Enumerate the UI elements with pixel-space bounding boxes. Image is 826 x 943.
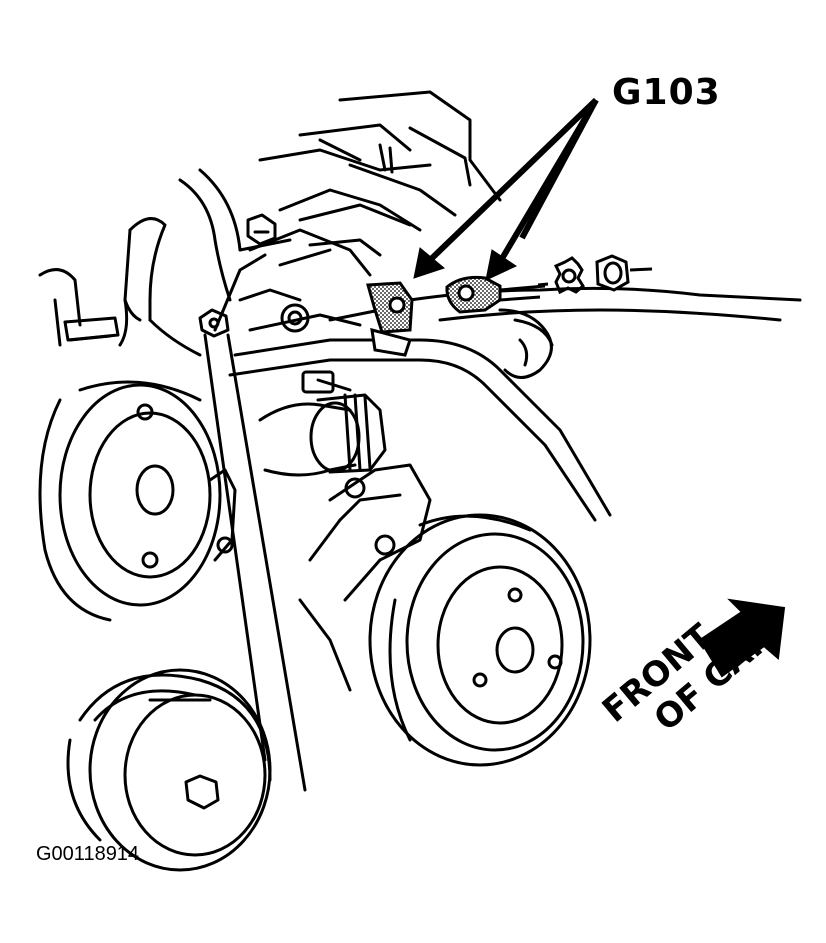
wire-harness [498,308,554,379]
upper-hose [118,168,242,357]
water-pump-pulley [368,513,592,767]
front-of-car-arrow [698,598,786,678]
left-hose-clamp [38,268,120,347]
g103-label: G103 [612,72,721,113]
g103-pointer-arrows [413,97,599,281]
engine-block [238,90,502,333]
figure-id: G00118914 [36,843,140,865]
crank-pulley [66,668,272,872]
main-tube [228,286,802,522]
radiator-hose [258,370,387,477]
ring-terminal [445,275,546,314]
top-bolt [238,213,292,252]
left-pulley [38,380,237,622]
ground-strap [366,281,414,357]
support-rod [203,253,307,792]
pump-bracket [298,463,432,692]
bracket-bolt [198,308,230,338]
hex-nut [595,254,630,292]
stud-centerline [537,267,653,287]
lock-washer [553,256,585,295]
